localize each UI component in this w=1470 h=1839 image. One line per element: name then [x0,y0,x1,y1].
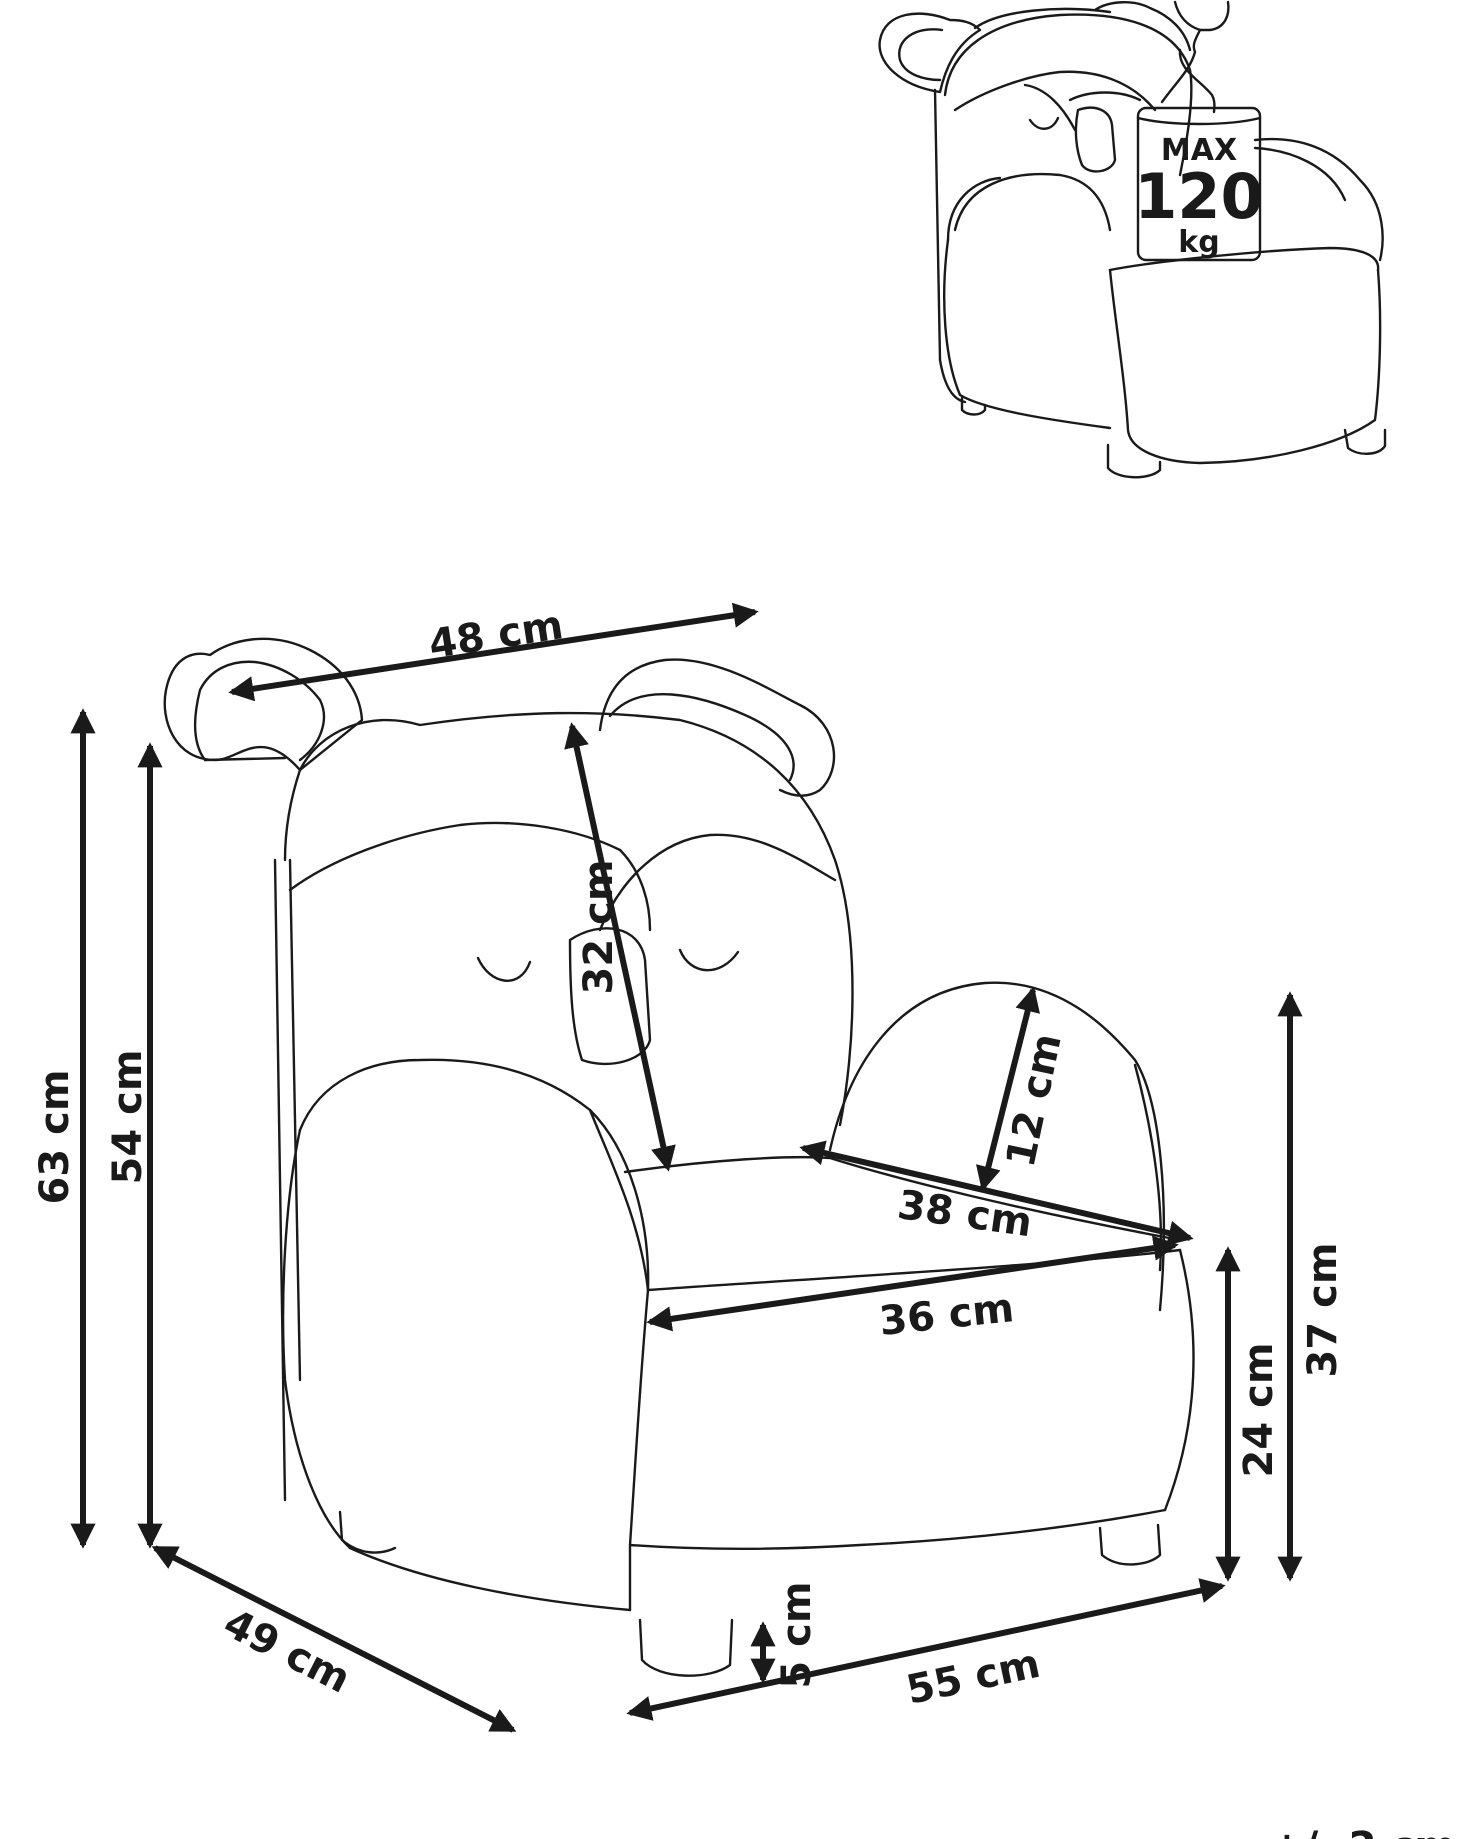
label-armrest-height: 12 cm [998,1029,1071,1171]
reference-head [943,13,1193,177]
main-right-armrest [828,981,1166,1312]
reference-foot-right [1343,428,1387,455]
dim-arrow-top-width [228,602,759,702]
label-backrest-height: 32 cm [576,860,622,995]
main-left-eye [476,956,532,982]
reference-right-armrest [1253,137,1384,262]
main-back-post [273,858,287,1502]
dim-arrow-width [626,1578,1226,1721]
label-seat-depth: 38 cm [895,1182,1035,1246]
label-tolerance: +/- 2 cm [1270,1824,1456,1839]
weight-badge-unit: kg [1178,225,1219,260]
main-left-armrest [298,1058,650,1292]
weight-badge-max: MAX [1161,133,1237,168]
dimension-arrows [70,602,1303,1733]
dimension-labels: 48 cm 32 cm 12 cm 38 cm 36 cm 63 cm 54 c… [32,602,1456,1839]
main-left-ear-inner [193,660,326,762]
weight-canister-icon [1136,0,1262,262]
main-head [298,711,854,1127]
main-right-ear-inner [608,693,795,782]
label-seat-width: 36 cm [877,1285,1016,1345]
main-left-ear [163,637,364,772]
main-right-eye [678,948,740,972]
reference-nose [1074,106,1117,173]
label-leg-height: 5 cm [774,1581,820,1688]
label-seat-height: 24 cm [1236,1343,1282,1478]
dim-arrow-seat-width [646,1235,1179,1332]
label-total-height: 63 cm [32,1070,78,1205]
main-foot-front-right [1098,1523,1162,1566]
dim-arrow-depth [151,1545,517,1733]
main-right-ear [598,658,836,797]
main-face-mask-left [288,821,622,892]
label-top-width: 48 cm [426,602,566,668]
reference-left-armrest [953,172,1112,232]
reference-seat [1108,246,1380,272]
main-seat-front [628,1288,1167,1550]
main-foot-front-left [638,1618,734,1677]
dim-arrow-seat-depth [799,1140,1194,1246]
dim-arrow-backrest-height [564,722,676,1172]
reference-foot-front [1106,443,1162,479]
reference-chair-illustration [878,0,1387,479]
label-back-height: 54 cm [105,1050,151,1185]
weight-badge-number: 120 [1134,160,1263,233]
label-arm-height: 37 cm [1300,1243,1346,1378]
